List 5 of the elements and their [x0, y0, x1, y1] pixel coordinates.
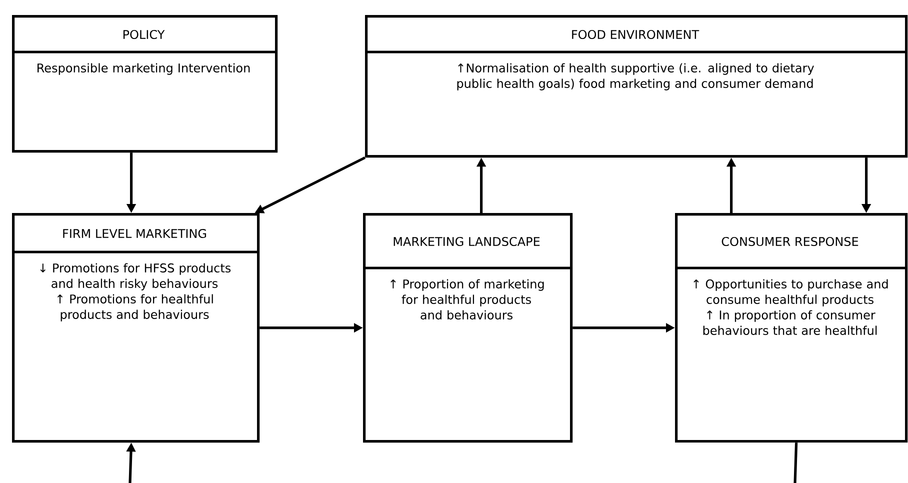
labelled-box: FIRM LEVEL MARKETING ↓ Promotions for HFSS products and health risky behaviours ↑ Promotions for healthful products and behaviours [12, 213, 260, 443]
labelled-box: POLICY Responsible marketing Intervention [12, 15, 278, 153]
labelled-box: MARKETING LANDSCAPE ↑ Proportion of marketing for healthful products and behaviours [363, 213, 573, 443]
labelled-box: FOOD ENVIRONMENT ↑Normalisation of health supportive (i.e. aligned to dietary public health goals) food marketing and consumer demand [365, 15, 908, 158]
labelled-box: CONSUMER RESPONSE ↑ Opportunities to purchase and consume healthful products ↑ In proportion of consumer behaviours that are healthful [675, 213, 908, 443]
